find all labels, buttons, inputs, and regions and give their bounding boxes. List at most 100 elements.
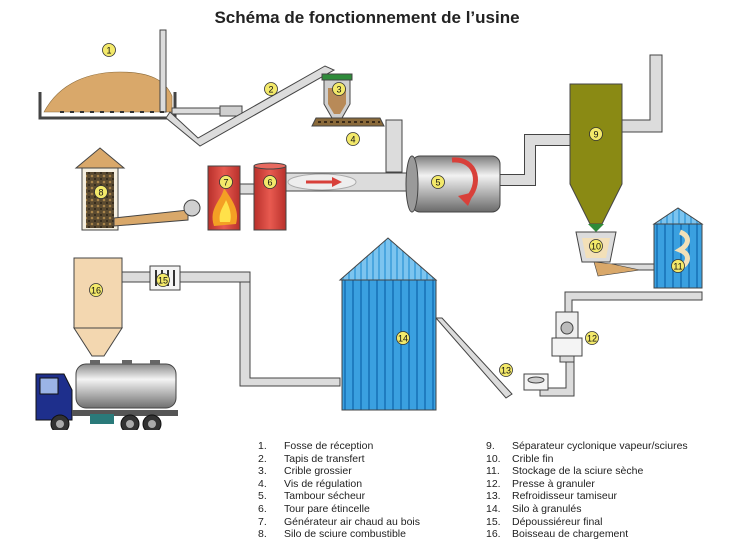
marker-16: 16: [89, 283, 103, 297]
marker-label: 12: [587, 334, 597, 344]
marker-label: 16: [91, 286, 101, 296]
legend-number: 12.: [486, 477, 501, 490]
legend-text: Générateur air chaud au bois: [284, 515, 421, 528]
legend-item: 14. Silo à granulés: [486, 503, 688, 516]
loading-hopper: [73, 257, 123, 357]
legend-item: 3. Crible grossier: [258, 465, 420, 478]
legend-text: Stockage de la sciure sèche: [512, 465, 644, 478]
legend-item: 16. Boisseau de chargement: [486, 528, 688, 541]
legend-number: 13.: [486, 490, 501, 503]
legend-text: Fosse de réception: [284, 440, 374, 452]
marker-5: 5: [431, 175, 445, 189]
legend-item: 13. Refroidisseur tamiseur: [486, 490, 688, 503]
marker-label: 7: [223, 178, 228, 188]
marker-8: 8: [94, 185, 108, 199]
legend-text: Presse à granuler: [512, 477, 595, 490]
marker-13: 13: [499, 363, 513, 377]
legend-number: 16.: [486, 528, 501, 541]
legend-text: Tour pare étincelle: [284, 502, 370, 515]
hot-air-flow: [287, 173, 357, 191]
legend-text: Séparateur cyclonique vapeur/sciures: [512, 440, 688, 452]
cooler-screener: [523, 373, 549, 391]
marker-9: 9: [589, 127, 603, 141]
legend-left: 1. Fosse de réception 2. Tapis de transfert…: [258, 440, 420, 541]
hot-air-generator: [207, 165, 255, 231]
pellet-press: [551, 311, 583, 363]
legend-number: 9.: [486, 440, 495, 452]
marker-label: 3: [336, 85, 341, 95]
legend-number: 1.: [258, 440, 267, 452]
marker-label: 1: [106, 46, 111, 56]
marker-6: 6: [263, 175, 277, 189]
legend-number: 2.: [258, 452, 267, 465]
legend-item: 9. Séparateur cyclonique vapeur/sciures: [486, 440, 688, 453]
legend-number: 8.: [258, 528, 267, 541]
marker-label: 11: [673, 262, 682, 272]
legend-text: Crible fin: [512, 452, 554, 465]
legend-item: 10. Crible fin: [486, 453, 688, 466]
marker-1: 1: [102, 43, 116, 57]
marker-10: 10: [589, 239, 603, 253]
legend-text: Silo à granulés: [512, 502, 582, 515]
marker-label: 6: [267, 178, 272, 188]
page-title: Schéma de fonctionnement de l’usine: [214, 8, 520, 27]
legend-item: 11. Stockage de la sciure sèche: [486, 465, 688, 478]
legend-item: 7.Générateur air chaud au bois: [258, 516, 420, 529]
marker-12: 12: [585, 331, 599, 345]
legend-number: 4.: [258, 477, 267, 490]
regulating-screw: [311, 117, 385, 127]
legend-item: 5.Tambour sécheur: [258, 490, 420, 503]
marker-label: 2: [268, 85, 273, 95]
legend-text: Crible grossier: [284, 465, 352, 478]
legend-number: 11.: [486, 465, 500, 478]
cyclone-separator: [569, 83, 623, 232]
coarse-screen: [321, 73, 353, 119]
marker-label: 4: [350, 135, 355, 145]
legend-text: Silo de sciure combustible: [284, 528, 406, 541]
marker-label: 13: [501, 366, 511, 376]
marker-label: 14: [398, 334, 408, 344]
legend-number: 15.: [486, 515, 501, 528]
pellet-silo: [338, 237, 438, 411]
marker-3: 3: [332, 82, 346, 96]
legend-number: 3.: [258, 465, 267, 478]
marker-4: 4: [346, 132, 360, 146]
marker-2: 2: [264, 82, 278, 96]
legend-item: 2. Tapis de transfert: [258, 453, 420, 466]
legend-item: 15. Dépoussiéreur final: [486, 516, 688, 529]
legend-item: 4. Vis de régulation: [258, 478, 420, 491]
dryer-drum: [405, 155, 501, 213]
marker-label: 8: [98, 188, 103, 198]
transfer-belt: [165, 65, 336, 147]
marker-label: 10: [591, 242, 601, 252]
marker-15: 15: [156, 273, 170, 287]
legend-number: 5.: [258, 490, 267, 503]
marker-label: 5: [435, 178, 440, 188]
legend-number: 10.: [486, 452, 501, 465]
fuel-silo: [74, 147, 201, 231]
legend-number: 14.: [486, 502, 501, 515]
legend-text: Vis de régulation: [284, 477, 363, 490]
legend-text: Dépoussiéreur final: [512, 515, 603, 528]
legend-text: Boisseau de chargement: [512, 528, 629, 541]
marker-label: 15: [158, 276, 168, 286]
legend-text: Tapis de transfert: [284, 452, 365, 465]
legend-text: Refroidisseur tamiseur: [512, 490, 618, 503]
dry-sawdust-storage: [652, 207, 704, 289]
marker-7: 7: [219, 175, 233, 189]
tanker-truck: [35, 360, 178, 430]
marker-11: 11: [671, 259, 685, 273]
marker-14: 14: [396, 331, 410, 345]
reception-pit: [38, 29, 243, 120]
legend-number: 6.: [258, 502, 267, 515]
legend-item: 6. Tour pare étincelle: [258, 503, 420, 516]
fine-screen: [575, 231, 641, 277]
legend-item: 12. Presse à granuler: [486, 478, 688, 491]
spark-tower: [253, 162, 287, 231]
legend-item: 8. Silo de sciure combustible: [258, 528, 420, 541]
legend-item: 1. Fosse de réception: [258, 440, 420, 453]
marker-label: 9: [593, 130, 598, 140]
